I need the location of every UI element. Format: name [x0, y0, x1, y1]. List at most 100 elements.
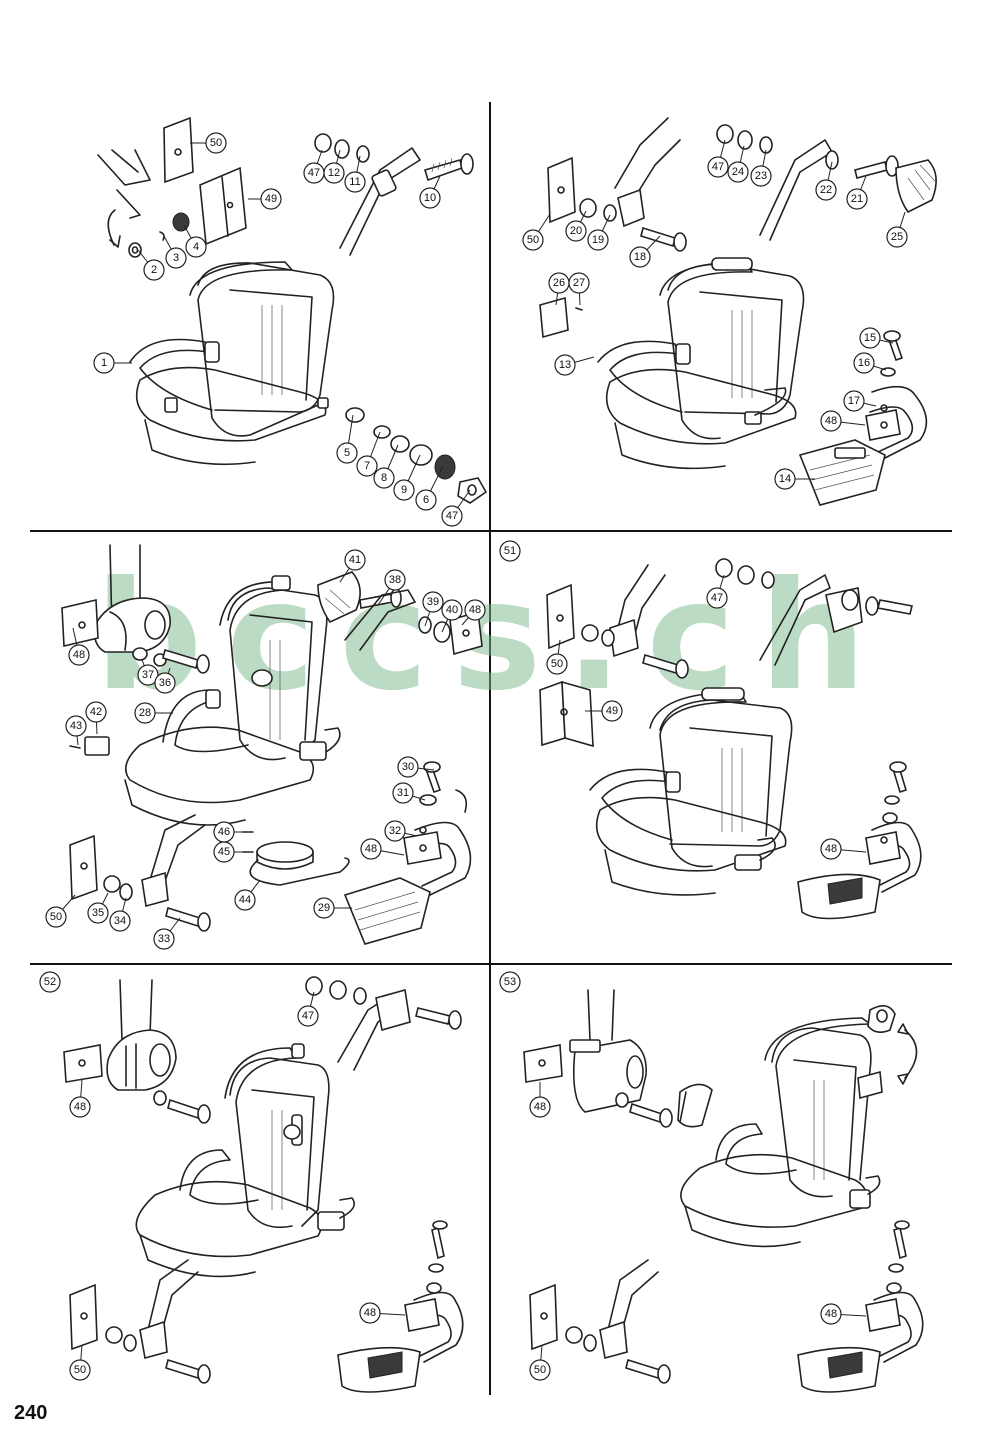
part-callout: 38: [377, 569, 406, 606]
callout-number: 21: [851, 193, 863, 205]
callout-number: 50: [534, 1364, 546, 1376]
part-callout: 4: [183, 224, 207, 258]
part-callout: 14: [774, 468, 815, 490]
callout-circle: [260, 188, 282, 210]
page-number: 240: [14, 1402, 48, 1424]
part-callout: 43: [65, 715, 87, 746]
part-callout: 9: [393, 454, 421, 501]
callout-number: 1: [101, 357, 107, 369]
callout-circle: [774, 468, 796, 490]
callout-circle: [568, 272, 590, 294]
callout-circle: [629, 246, 651, 268]
panel-label: 51: [499, 540, 521, 562]
part-callout: 50: [529, 1344, 551, 1381]
part-callout: 32: [384, 820, 418, 842]
part-callout: 48: [359, 1302, 406, 1324]
part-callout: 31: [392, 782, 426, 804]
callout-circle: [522, 229, 544, 251]
callout-number: 48: [825, 843, 837, 855]
callout-circle: [529, 1359, 551, 1381]
callout-circle: [415, 489, 437, 511]
panel-1-static-belt: [97, 116, 488, 504]
part-callout: 6: [415, 465, 444, 511]
callout-number: 48: [534, 1101, 546, 1113]
callout-circle: [820, 1303, 842, 1325]
part-callout: 41: [339, 549, 366, 583]
callout-circle: [360, 838, 382, 860]
callout-number: 8: [381, 472, 387, 484]
part-callout: 28: [134, 702, 173, 724]
callout-circle: [344, 171, 366, 193]
callout-number: 6: [423, 494, 429, 506]
callout-number: 15: [864, 332, 876, 344]
panel-label-circle: [39, 971, 61, 993]
callout-circle: [554, 354, 576, 376]
panel-label: 53: [499, 971, 521, 993]
callout-circle: [185, 236, 207, 258]
part-callout: 47: [297, 991, 319, 1027]
part-callout: 5: [336, 414, 358, 464]
callout-circle: [464, 599, 486, 621]
callout-circle: [750, 165, 772, 187]
part-callout: 44: [234, 879, 261, 911]
callout-circle: [393, 479, 415, 501]
callout-circle: [323, 162, 345, 184]
panel-label-text: 51: [504, 545, 516, 557]
callout-number: 25: [891, 231, 903, 243]
part-callout: 50: [546, 639, 568, 675]
part-callout: 24: [727, 145, 749, 183]
callout-number: 13: [559, 359, 571, 371]
part-callout: 27: [568, 272, 590, 306]
part-callout: 17: [843, 390, 877, 412]
callout-circle: [384, 569, 406, 591]
callout-number: 49: [606, 705, 618, 717]
callout-circle: [859, 327, 881, 349]
callout-number: 47: [308, 167, 320, 179]
callout-number: 12: [328, 167, 340, 179]
callout-circle: [727, 161, 749, 183]
part-callout: 13: [554, 354, 595, 376]
callout-circle: [69, 1359, 91, 1381]
part-callout: 48: [820, 1303, 867, 1325]
callout-circle: [820, 838, 842, 860]
callout-number: 23: [755, 170, 767, 182]
panel-label-circle: [499, 540, 521, 562]
part-callout: 48: [461, 599, 486, 626]
part-callout: 48: [820, 410, 866, 432]
callout-circle: [205, 132, 227, 154]
callout-number: 35: [92, 907, 104, 919]
callout-circle: [134, 702, 156, 724]
callout-circle: [359, 1302, 381, 1324]
callout-number: 48: [364, 1307, 376, 1319]
callout-number: 24: [732, 166, 744, 178]
callout-circle: [165, 247, 187, 269]
part-callout: 47: [303, 149, 325, 184]
part-callout: 3: [163, 235, 187, 269]
callout-number: 48: [73, 649, 85, 661]
part-callout: 8: [373, 444, 399, 489]
callout-number: 47: [712, 161, 724, 173]
part-callout: 2: [137, 249, 165, 281]
callout-circle: [213, 841, 235, 863]
callout-number: 26: [553, 277, 565, 289]
callout-number: 20: [570, 225, 582, 237]
part-callout: 26: [548, 272, 570, 306]
part-callout: 15: [859, 327, 894, 349]
part-callout: 48: [360, 838, 405, 860]
part-callout: 37: [137, 659, 159, 686]
part-callout: 19: [587, 214, 611, 251]
callout-number: 48: [365, 843, 377, 855]
callout-number: 32: [389, 825, 401, 837]
part-callout: 11: [344, 155, 366, 193]
callout-circle: [707, 156, 729, 178]
part-callout: 23: [750, 149, 772, 187]
part-callout: 48: [69, 1079, 91, 1118]
part-callout: 12: [323, 149, 345, 184]
callout-number: 31: [397, 787, 409, 799]
callout-number: 49: [265, 193, 277, 205]
callout-number: 33: [158, 933, 170, 945]
part-callout: 21: [846, 175, 868, 210]
part-callout: 50: [69, 1344, 91, 1381]
panel-6-adjustable-anchor-belt: [523, 989, 924, 1393]
callout-circle: [601, 700, 623, 722]
